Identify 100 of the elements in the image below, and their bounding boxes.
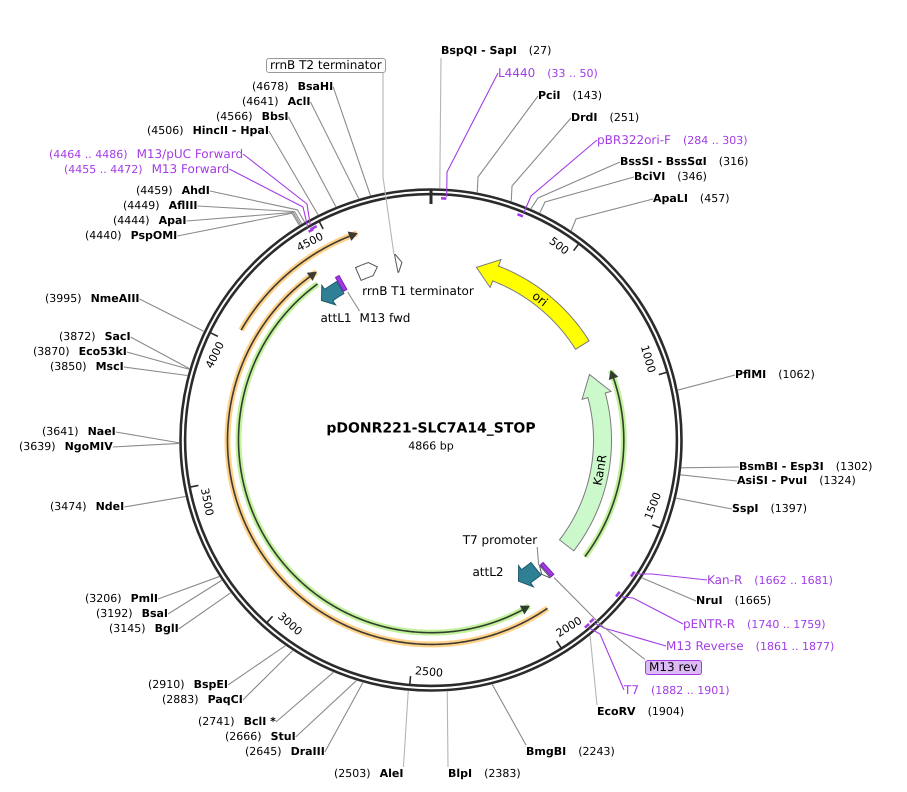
leader-line (530, 162, 620, 209)
leader-line (242, 154, 311, 226)
cut-site-position: (1904) (648, 705, 684, 719)
primer-binding-range: (1882 .. 1901) (650, 684, 730, 698)
leader-line (295, 680, 357, 738)
enzyme-name: MscI (96, 360, 124, 374)
cut-site-position: (2666) (225, 730, 262, 744)
leader-line (332, 86, 371, 196)
primer-name: Kan-R (707, 572, 742, 586)
leader-line (268, 130, 319, 215)
enzyme-name: BsmBI - Esp3I (739, 460, 824, 474)
enzyme-name: BlpI (448, 767, 472, 781)
enzyme-name: BbsI (262, 110, 288, 124)
cut-site-position: (4641) (242, 95, 279, 109)
position-tick-label: 3500 (198, 487, 216, 517)
enzyme-name: HincII - HpaI (192, 124, 269, 138)
cut-site-position: (4678) (252, 80, 289, 94)
primer-binding-range: (4464 .. 4486) (49, 148, 128, 162)
leader-line (539, 176, 634, 213)
feature-label: M13 fwd (360, 311, 410, 325)
cut-site-position: (2741) (198, 715, 235, 729)
leader-line (288, 116, 336, 207)
enzyme-name: PmlI (130, 592, 158, 606)
leader-line (676, 498, 732, 510)
cut-site-position: (1324) (819, 474, 856, 488)
leader-line (139, 298, 204, 332)
cut-site-position: (3872) (59, 330, 96, 344)
leader-line (116, 431, 180, 444)
leader-line (642, 577, 696, 602)
feature-callout: rrnB T2 terminator (266, 58, 386, 72)
cut-site-position: (346) (677, 170, 707, 184)
leader-line (276, 672, 334, 722)
enzyme-name: AflIII (168, 199, 198, 213)
enzyme-name: BmgBI (526, 745, 566, 759)
feature-label: T7 promoter (462, 533, 538, 547)
leader-line (589, 628, 624, 690)
feature-label: ori (530, 288, 550, 310)
cut-site-position: (3474) (50, 500, 87, 514)
leader-line (178, 592, 231, 630)
enzyme-name: NgoMIV (64, 440, 113, 454)
cut-site-position: (3850) (50, 360, 87, 374)
leader-line (130, 336, 190, 370)
cut-site-position: (3870) (33, 345, 70, 359)
cut-site-position: (316) (718, 155, 748, 169)
plasmid-size: 4866 bp (408, 438, 454, 454)
leader-line (439, 58, 442, 188)
cut-site-position: (3192) (96, 607, 133, 621)
cut-site-position: (3206) (85, 592, 122, 606)
leader-line (124, 366, 188, 376)
enzyme-name: NmeAIII (90, 292, 140, 306)
leader-line (476, 96, 538, 192)
leader-line (242, 650, 294, 700)
enzyme-name: SspI (732, 502, 758, 516)
primer-binding-range: (1861 .. 1877) (756, 640, 834, 654)
primer-name: M13/pUC Forward (136, 146, 244, 160)
cut-site-position: (2645) (245, 745, 282, 759)
leader-line (402, 690, 409, 768)
primer-name: pBR322ori-F (597, 132, 671, 146)
leader-line (570, 198, 654, 231)
leader-line (680, 474, 738, 482)
cut-site-position: (4506) (147, 124, 184, 138)
leader-line (492, 684, 526, 746)
leader-line (382, 72, 394, 254)
enzyme-name: NdeI (96, 500, 124, 514)
enzyme-name: DrdI (571, 111, 598, 125)
cut-site-position: (4444) (113, 214, 150, 228)
leader-line (124, 496, 186, 508)
enzyme-name: NaeI (88, 425, 116, 439)
primer-binding-range: (284 .. 303) (682, 134, 748, 148)
cut-site-position: (251) (610, 111, 640, 125)
leader-line (229, 168, 308, 228)
leader-line (523, 140, 598, 214)
enzyme-name: PflMI (735, 368, 766, 382)
cut-site-position: (3641) (42, 425, 79, 439)
enzyme-name: BclI * (244, 715, 276, 729)
leader-line (310, 102, 360, 199)
enzyme-name: BglI (154, 622, 179, 636)
leader-line (635, 573, 708, 581)
leader-line (168, 580, 222, 614)
enzyme-name: AhdI (182, 184, 210, 198)
enzyme-name: PspOMI (130, 229, 178, 243)
enzyme-name: PaqCI (208, 693, 243, 707)
cut-site-position: (27) (528, 44, 552, 58)
leader-line (620, 596, 684, 624)
enzyme-name: BspQI - SapI (441, 44, 517, 58)
position-tick-label: 2500 (414, 664, 444, 680)
enzyme-name: BciVI (634, 170, 666, 184)
cut-site-position: (143) (572, 89, 602, 103)
leader-line (681, 466, 739, 468)
position-tick-label: 500 (546, 234, 572, 258)
enzyme-name: BsaHI (298, 80, 334, 94)
cut-site-position: (4459) (136, 184, 173, 198)
leader-line (112, 442, 180, 448)
enzyme-name: DraIII (290, 745, 325, 759)
leader-line (324, 682, 364, 752)
primer-binding-range: (4455 .. 4472) (64, 162, 143, 176)
enzyme-name: BssSI - BssSαI (620, 155, 707, 169)
enzyme-name: StuI (270, 730, 296, 744)
position-tick-label: 4500 (294, 230, 326, 254)
leader-line (678, 374, 736, 391)
